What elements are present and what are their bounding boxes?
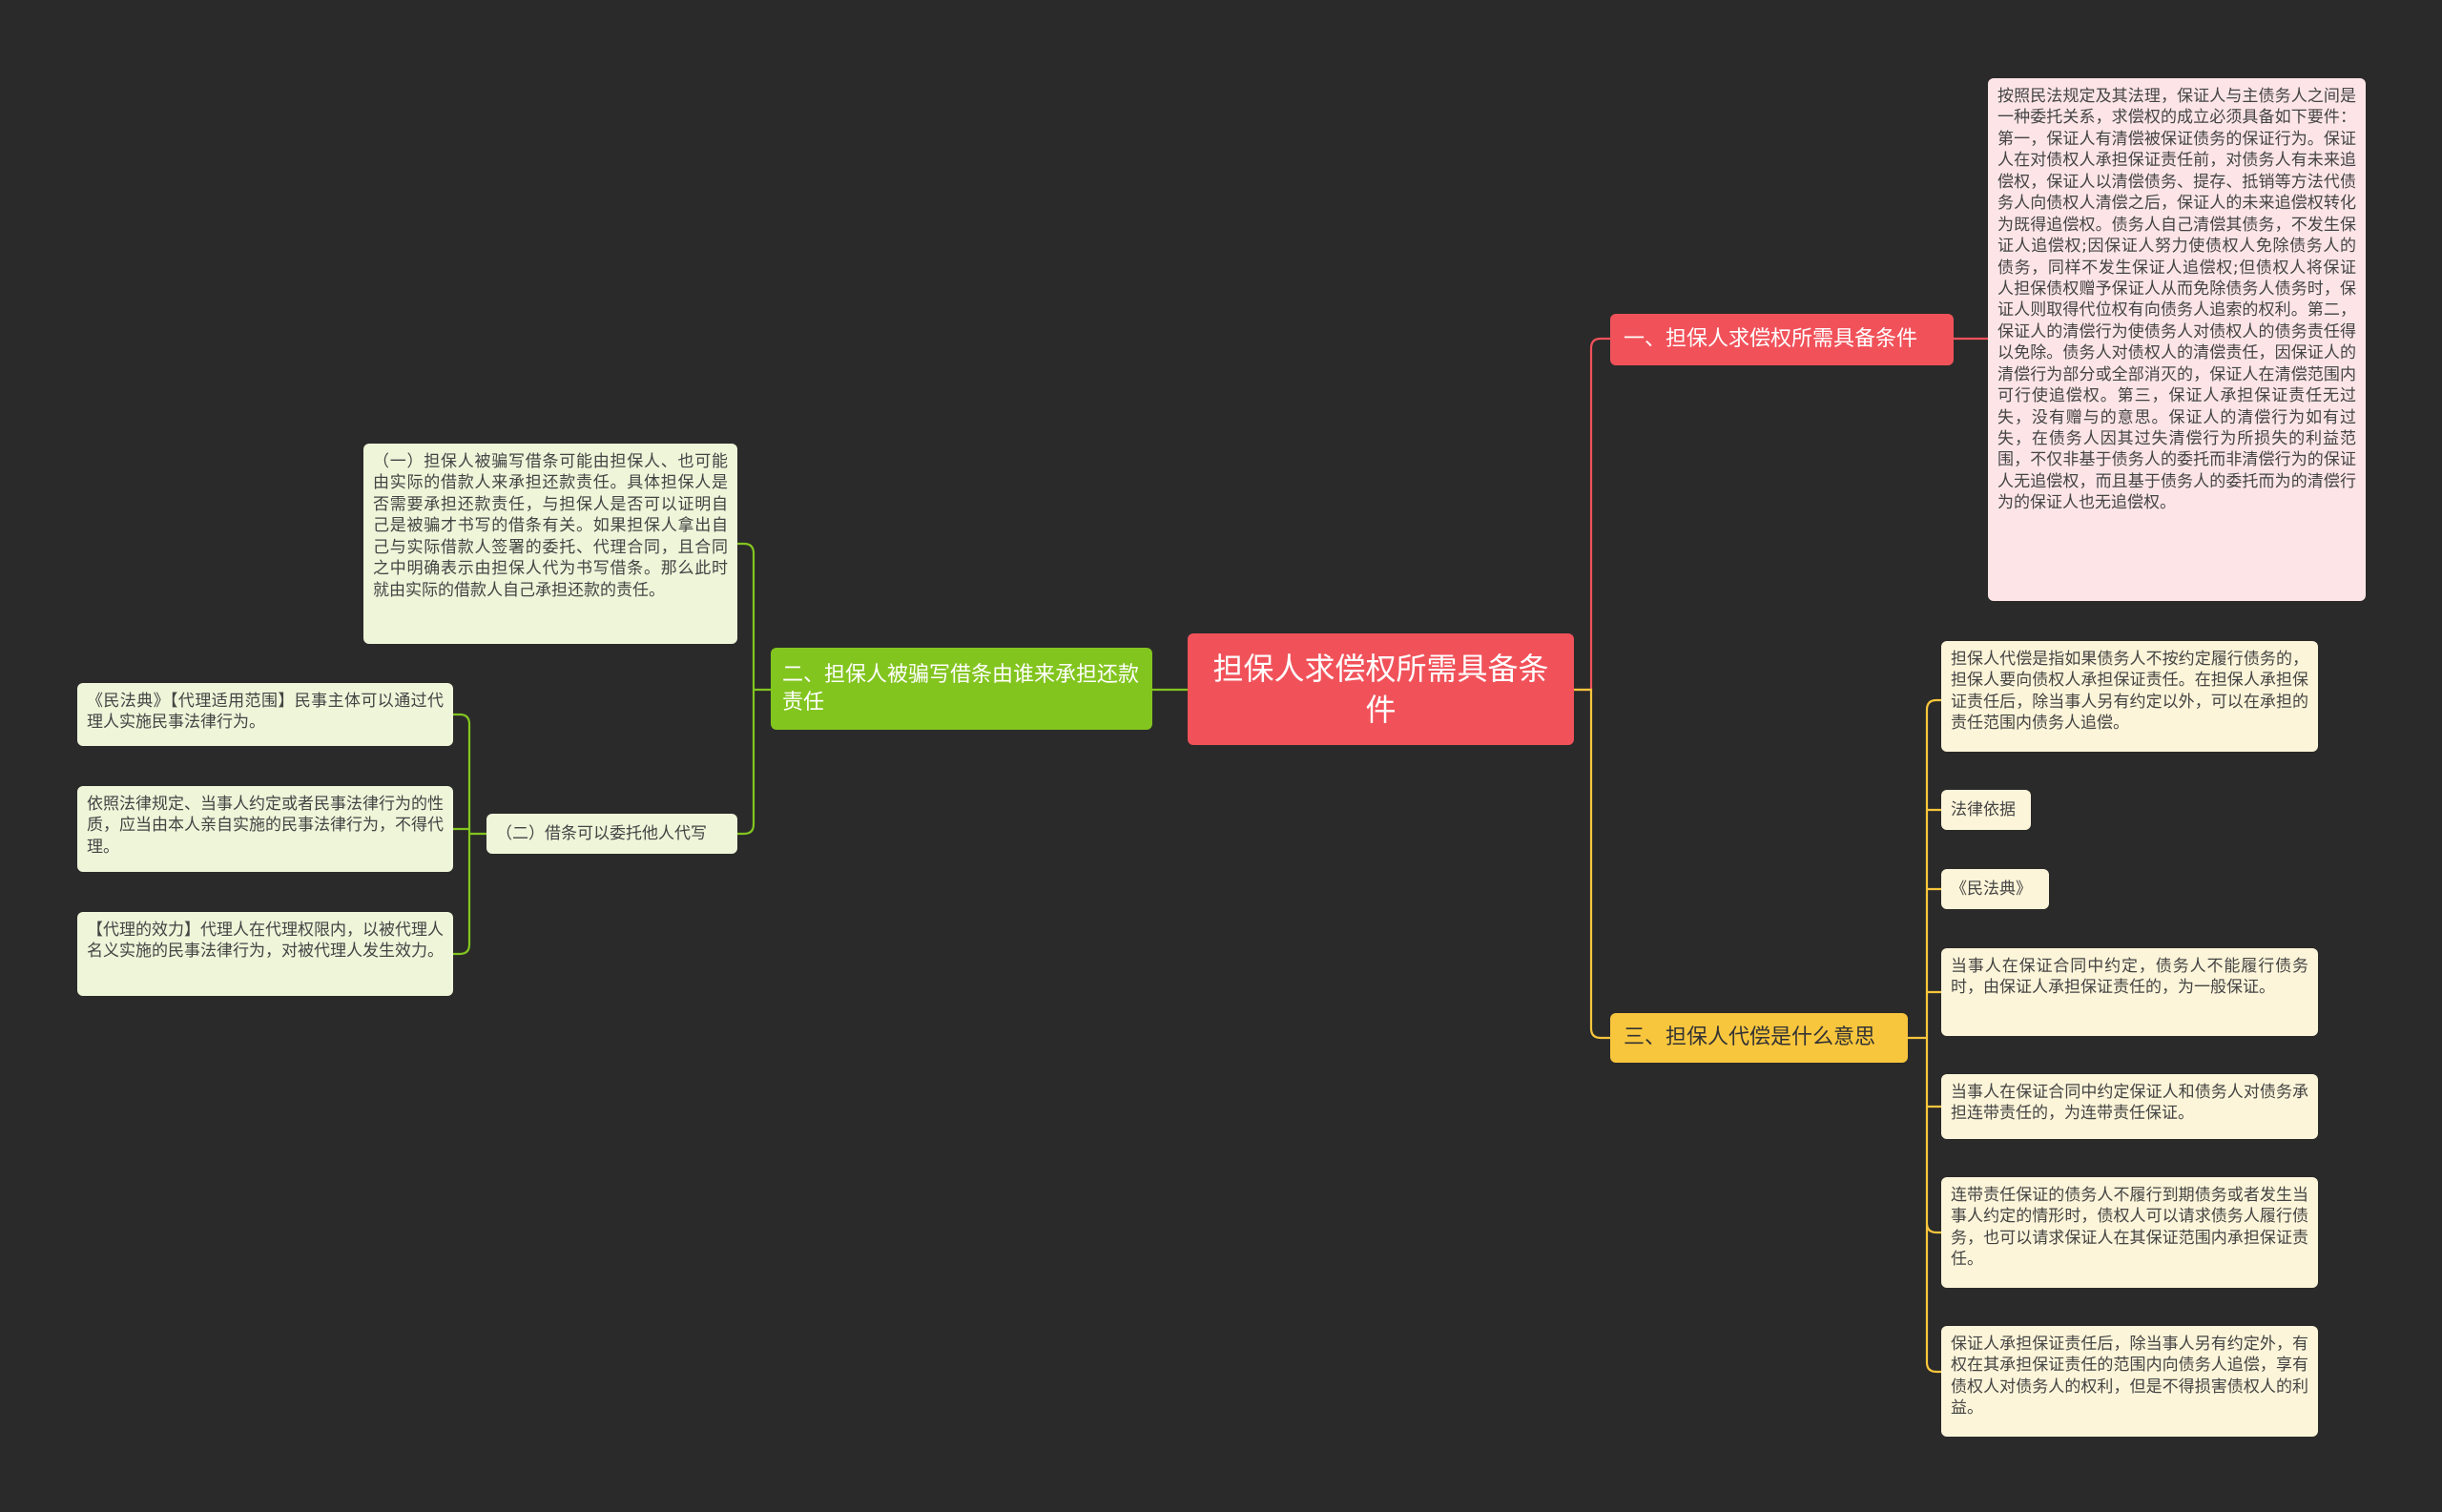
leaf-b2-agency-scope-text: 《民法典》【代理适用范围】民事主体可以通过代理人实施民事法律行为。	[87, 692, 444, 733]
leaf-b2-agency-effect-text: 【代理的效力】代理人在代理权限内，以被代理人名义实施的民事法律行为，对被代理人发…	[87, 921, 444, 962]
leaf-b2-delegate[interactable]: （二）借条可以委托他人代写	[486, 814, 737, 854]
leaf-b2-fraud-text: （一）担保人被骗写借条可能由担保人、也可能由实际的借款人来承担还款责任。具体担保…	[373, 452, 728, 600]
leaf-b3-joint-guarantee[interactable]: 当事人在保证合同中约定保证人和债务人对债务承担连带责任的，为连带责任保证。	[1941, 1074, 2318, 1139]
leaf-b3-civil-code[interactable]: 《民法典》	[1941, 869, 2049, 909]
leaf-b3-joint-guarantee-text: 当事人在保证合同中约定保证人和债务人对债务承担连带责任的，为连带责任保证。	[1951, 1083, 2308, 1124]
leaf-b3-definition[interactable]: 担保人代偿是指如果债务人不按约定履行债务的，担保人要向债权人承担保证责任。在担保…	[1941, 641, 2318, 752]
leaf-b2-agency-scope[interactable]: 《民法典》【代理适用范围】民事主体可以通过代理人实施民事法律行为。	[77, 683, 453, 746]
leaf-b3-legal-basis-text: 法律依据	[1951, 799, 2016, 819]
leaf-b2-delegate-text: （二）借条可以委托他人代写	[496, 823, 707, 843]
branch-3-label: 三、担保人代偿是什么意思	[1624, 1025, 1876, 1050]
leaf-b3-definition-text: 担保人代偿是指如果债务人不按约定履行债务的，担保人要向债权人承担保证责任。在担保…	[1951, 650, 2308, 734]
leaf-b1-requirements[interactable]: 按照民法规定及其法理，保证人与主债务人之间是一种委托关系，求偿权的成立必须具备如…	[1988, 78, 2366, 601]
leaf-b2-agency-limit-text: 依照法律规定、当事人约定或者民事法律行为的性质，应当由本人亲自实施的民事法律行为…	[87, 795, 444, 857]
leaf-b1-requirements-text: 按照民法规定及其法理，保证人与主债务人之间是一种委托关系，求偿权的成立必须具备如…	[1997, 87, 2356, 513]
leaf-b3-joint-claim[interactable]: 连带责任保证的债务人不履行到期债务或者发生当事人约定的情形时，债权人可以请求债务…	[1941, 1177, 2318, 1288]
link-root-b3	[1574, 688, 1610, 1040]
link-root-b1	[1574, 337, 1610, 692]
leaf-b3-legal-basis[interactable]: 法律依据	[1941, 790, 2031, 830]
link-b2-leaves	[737, 542, 771, 836]
leaf-b3-civil-code-text: 《民法典》	[1951, 879, 2032, 899]
root-topic-label: 担保人求偿权所需具备条件	[1212, 651, 1549, 728]
link-b22-leaves	[453, 713, 486, 956]
leaf-b3-recourse[interactable]: 保证人承担保证责任后，除当事人另有约定外，有权在其承担保证责任的范围内向债务人追…	[1941, 1326, 2318, 1437]
leaf-b2-agency-effect[interactable]: 【代理的效力】代理人在代理权限内，以被代理人名义实施的民事法律行为，对被代理人发…	[77, 912, 453, 996]
branch-2-label: 二、担保人被骗写借条由谁来承担还款责任	[782, 662, 1140, 715]
leaf-b2-agency-limit[interactable]: 依照法律规定、当事人约定或者民事法律行为的性质，应当由本人亲自实施的民事法律行为…	[77, 786, 453, 872]
branch-2-topic[interactable]: 二、担保人被骗写借条由谁来承担还款责任	[771, 648, 1152, 730]
root-topic[interactable]: 担保人求偿权所需具备条件	[1188, 633, 1574, 745]
leaf-b3-joint-claim-text: 连带责任保证的债务人不履行到期债务或者发生当事人约定的情形时，债权人可以请求债务…	[1951, 1186, 2308, 1270]
leaf-b3-general-guarantee[interactable]: 当事人在保证合同中约定，债务人不能履行债务时，由保证人承担保证责任的，为一般保证…	[1941, 948, 2318, 1036]
link-b3-leaves	[1908, 698, 1941, 1374]
leaf-b2-fraud[interactable]: （一）担保人被骗写借条可能由担保人、也可能由实际的借款人来承担还款责任。具体担保…	[363, 444, 737, 644]
branch-3-topic[interactable]: 三、担保人代偿是什么意思	[1610, 1013, 1908, 1063]
leaf-b3-recourse-text: 保证人承担保证责任后，除当事人另有约定外，有权在其承担保证责任的范围内向债务人追…	[1951, 1335, 2308, 1419]
leaf-b3-general-guarantee-text: 当事人在保证合同中约定，债务人不能履行债务时，由保证人承担保证责任的，为一般保证…	[1951, 957, 2308, 998]
branch-1-label: 一、担保人求偿权所需具备条件	[1624, 327, 1918, 352]
branch-1-topic[interactable]: 一、担保人求偿权所需具备条件	[1610, 314, 1954, 365]
